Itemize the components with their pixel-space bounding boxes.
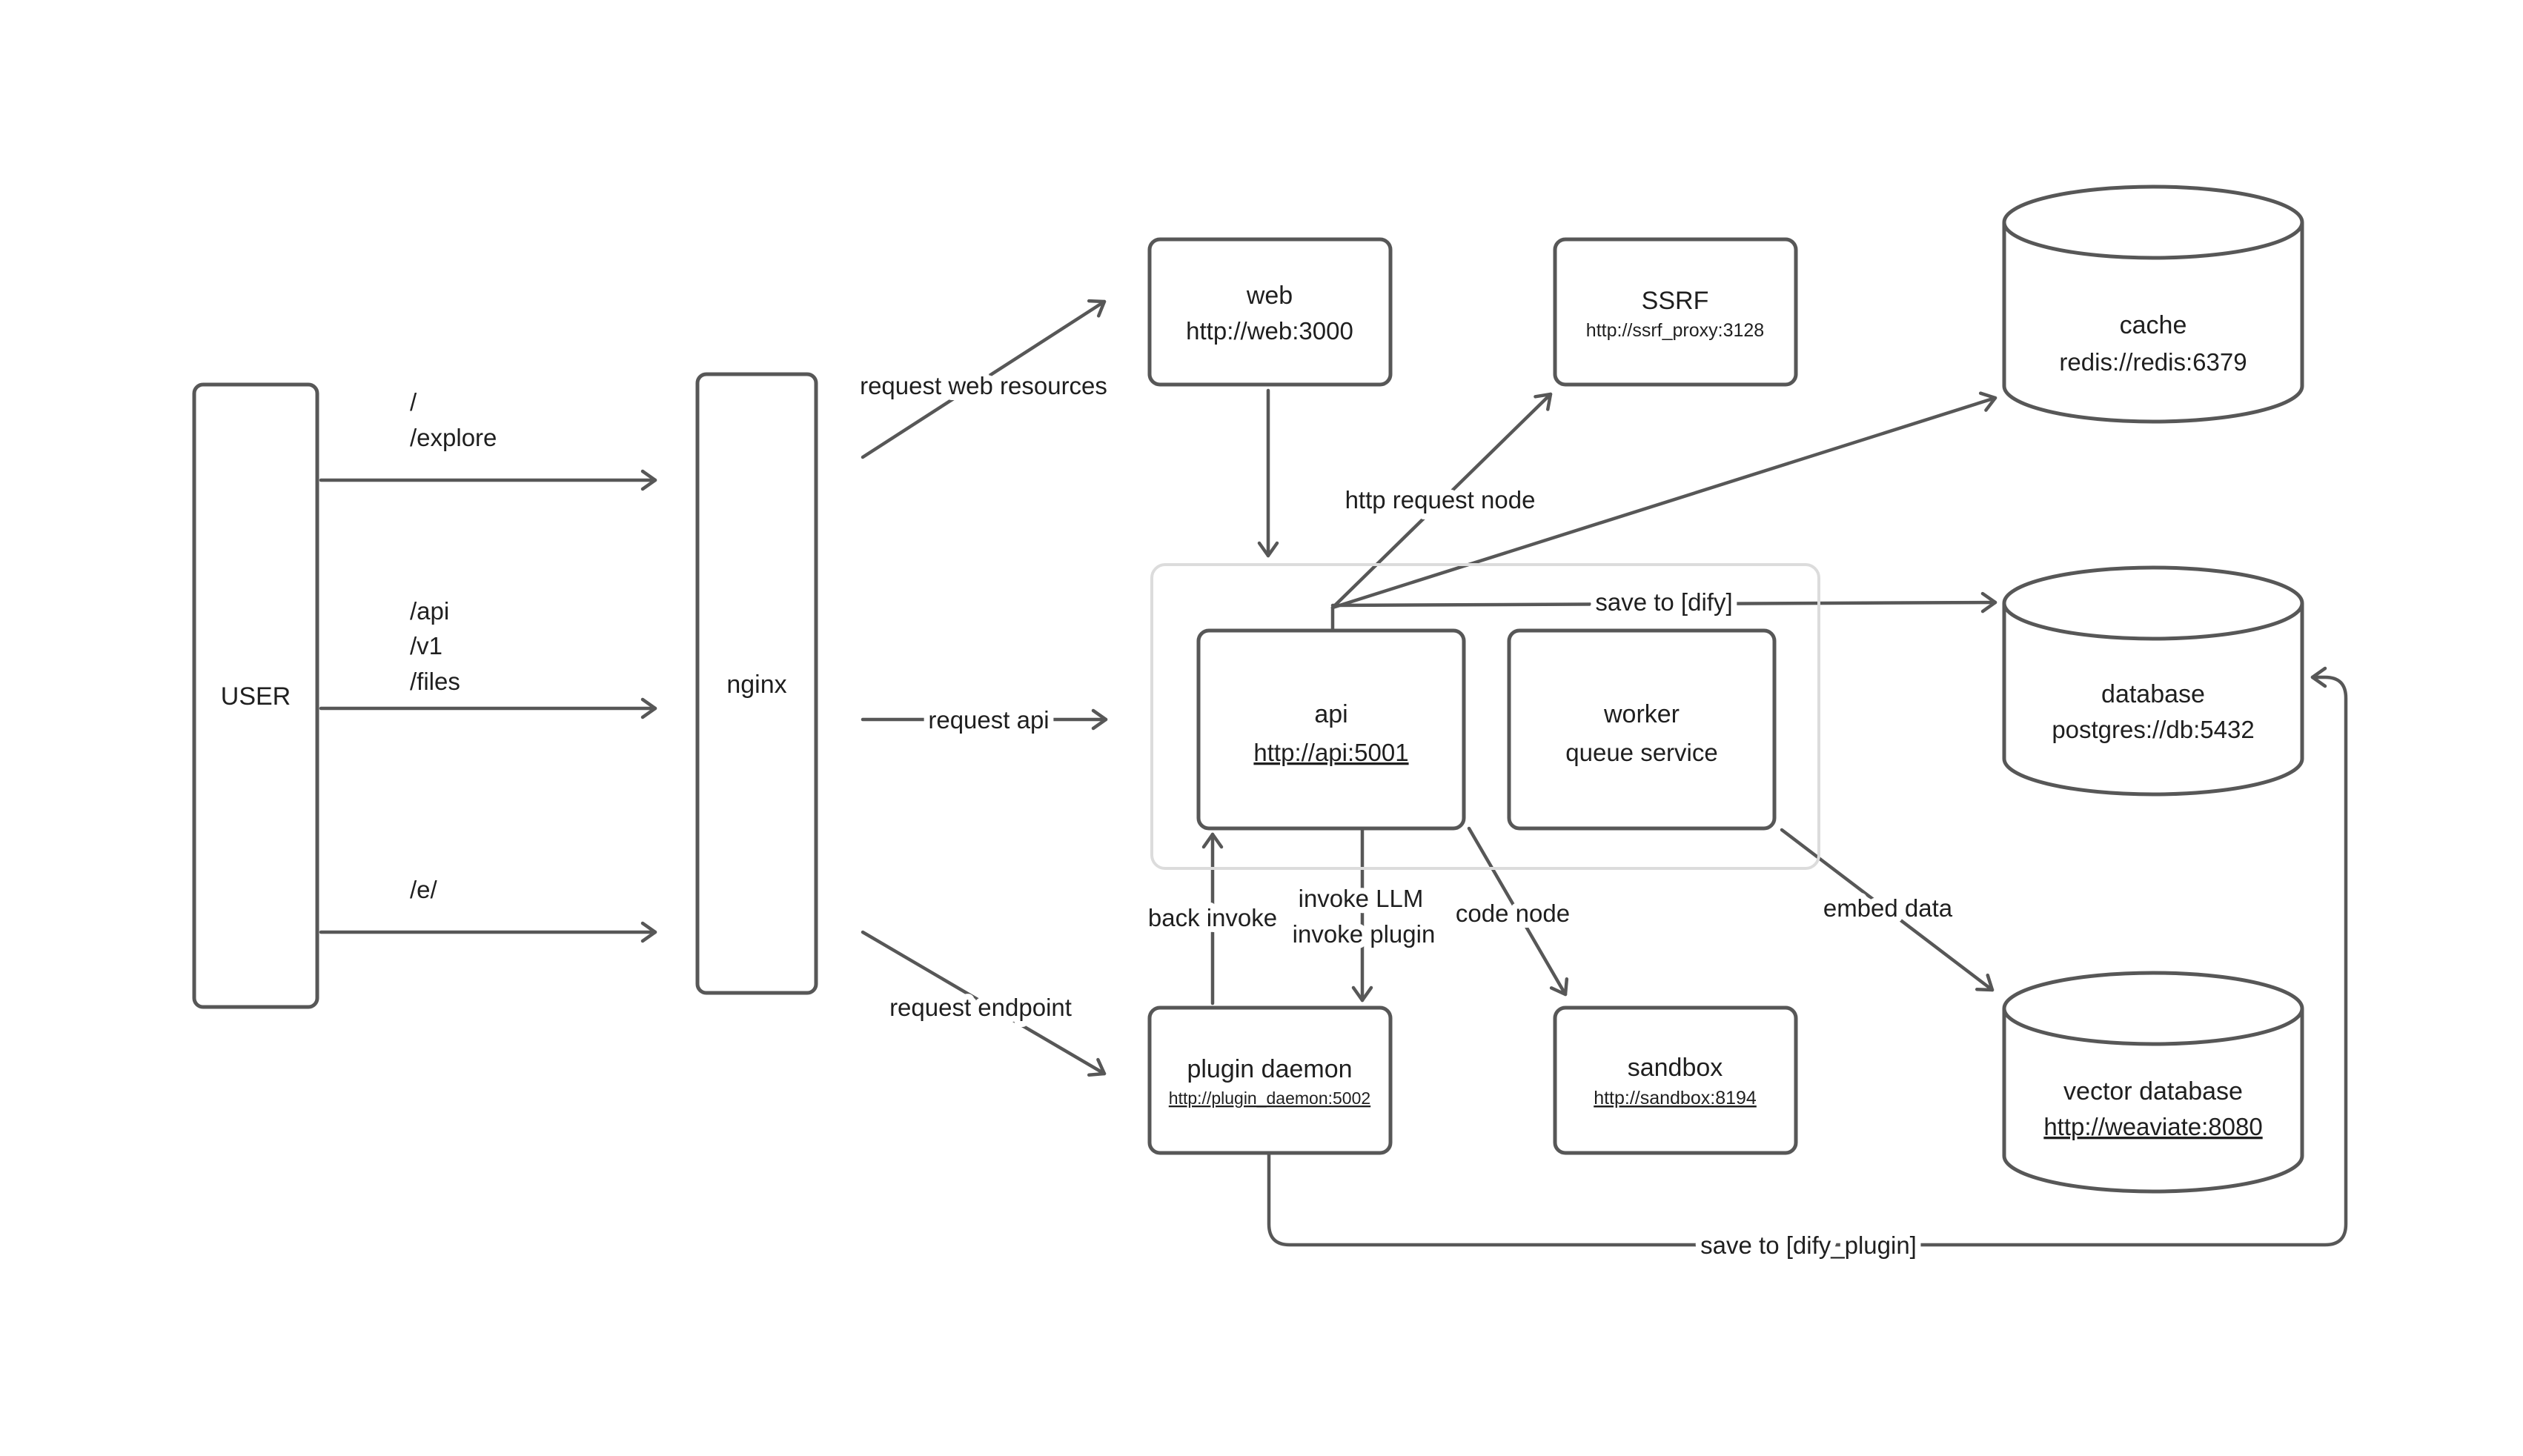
edge-label-route-v1: /v1 bbox=[410, 632, 442, 659]
cache-cylinder-body bbox=[2002, 222, 2304, 424]
edge-label-save-to-dify: save to [dify] bbox=[1595, 588, 1732, 616]
node-sandbox: sandbox http://sandbox:8194 bbox=[1553, 1005, 1798, 1155]
edge-label-route-root: / bbox=[410, 388, 417, 416]
web-url: http://web:3000 bbox=[1186, 317, 1353, 345]
edge-label-embed-data: embed data bbox=[1823, 894, 1953, 922]
node-user: USER bbox=[192, 382, 319, 1009]
edge-api-ssrf bbox=[1330, 392, 1553, 610]
edge-label-invoke-llm: invoke LLM bbox=[1299, 885, 1424, 912]
nginx-box bbox=[695, 372, 818, 995]
edges-layer bbox=[319, 299, 2348, 1247]
sandbox-box bbox=[1553, 1005, 1798, 1155]
plugin-daemon-label: plugin daemon bbox=[1187, 1055, 1352, 1083]
edge-labels-layer: / /explore /api /v1 /files /e/ request w… bbox=[404, 366, 1959, 1265]
vector-database-cylinder-body bbox=[2002, 1008, 2304, 1194]
api-url: http://api:5001 bbox=[1253, 739, 1408, 766]
edge-label-code-node: code node bbox=[1456, 900, 1570, 927]
node-api: api http://api:5001 bbox=[1196, 628, 1466, 831]
node-plugin-daemon: plugin daemon http://plugin_daemon:5002 bbox=[1147, 1005, 1393, 1155]
edge-label-back-invoke: back invoke bbox=[1148, 904, 1277, 931]
worker-label: worker bbox=[1603, 700, 1680, 728]
edge-label-request-web-resources: request web resources bbox=[860, 372, 1107, 399]
worker-sublabel: queue service bbox=[1565, 739, 1717, 766]
edge-api-sandbox bbox=[1467, 826, 1569, 997]
node-web: web http://web:3000 bbox=[1147, 237, 1393, 387]
node-database: database postgres://db:5432 bbox=[2002, 565, 2304, 797]
edge-label-request-api: request api bbox=[928, 706, 1049, 734]
worker-box bbox=[1507, 628, 1777, 831]
cache-label: cache bbox=[2120, 311, 2187, 339]
ssrf-url: http://ssrf_proxy:3128 bbox=[1586, 320, 1764, 341]
node-vector-database: vector database http://weaviate:8080 bbox=[2002, 971, 2304, 1194]
sandbox-label: sandbox bbox=[1628, 1054, 1723, 1082]
plugin-daemon-url: http://plugin_daemon:5002 bbox=[1169, 1088, 1370, 1108]
user-label: USER bbox=[221, 682, 291, 711]
edge-label-route-api: /api bbox=[410, 597, 449, 625]
edge-label-route-files: /files bbox=[410, 668, 460, 695]
edge-label-http-request-node: http request node bbox=[1345, 486, 1536, 513]
node-nginx: nginx bbox=[695, 372, 818, 995]
edge-label-request-endpoint: request endpoint bbox=[889, 994, 1072, 1021]
cache-url: redis://redis:6379 bbox=[2059, 348, 2247, 376]
ssrf-box bbox=[1553, 237, 1798, 387]
edge-nginx-plugin-daemon bbox=[861, 930, 1107, 1077]
edge-label-save-to-dify-plugin: save to [dify_plugin] bbox=[1700, 1231, 1917, 1259]
node-cache: cache redis://redis:6379 bbox=[2002, 185, 2304, 424]
edge-api-database bbox=[1330, 591, 1997, 614]
plugin-daemon-box bbox=[1147, 1005, 1393, 1155]
api-worker-group bbox=[1150, 563, 1820, 870]
user-box bbox=[192, 382, 319, 1009]
cache-cylinder-top bbox=[2002, 185, 2304, 260]
edge-worker-vector-database bbox=[1780, 828, 1995, 992]
edge-label-invoke-plugin: invoke plugin bbox=[1293, 920, 1436, 948]
sandbox-url: http://sandbox:8194 bbox=[1594, 1088, 1757, 1108]
api-box bbox=[1196, 628, 1466, 831]
database-cylinder-body bbox=[2002, 603, 2304, 797]
database-label: database bbox=[2101, 680, 2205, 708]
vector-database-cylinder-top bbox=[2002, 971, 2304, 1046]
edge-label-route-e: /e/ bbox=[410, 876, 438, 903]
web-label: web bbox=[1246, 282, 1293, 310]
nginx-label: nginx bbox=[726, 671, 786, 699]
edge-api-cache bbox=[1330, 391, 1997, 610]
edge-label-route-explore: /explore bbox=[410, 424, 497, 451]
vector-database-url: http://weaviate:8080 bbox=[2043, 1113, 2262, 1140]
ssrf-label: SSRF bbox=[1642, 287, 1709, 315]
vector-database-label: vector database bbox=[2063, 1077, 2243, 1106]
web-box bbox=[1147, 237, 1393, 387]
database-cylinder-top bbox=[2002, 565, 2304, 641]
edge-plugin-daemon-database bbox=[1267, 666, 2348, 1247]
node-worker: worker queue service bbox=[1507, 628, 1777, 831]
api-label: api bbox=[1314, 700, 1347, 728]
edge-nginx-web bbox=[861, 299, 1107, 459]
database-url: postgres://db:5432 bbox=[2052, 716, 2254, 743]
node-ssrf: SSRF http://ssrf_proxy:3128 bbox=[1553, 237, 1798, 387]
